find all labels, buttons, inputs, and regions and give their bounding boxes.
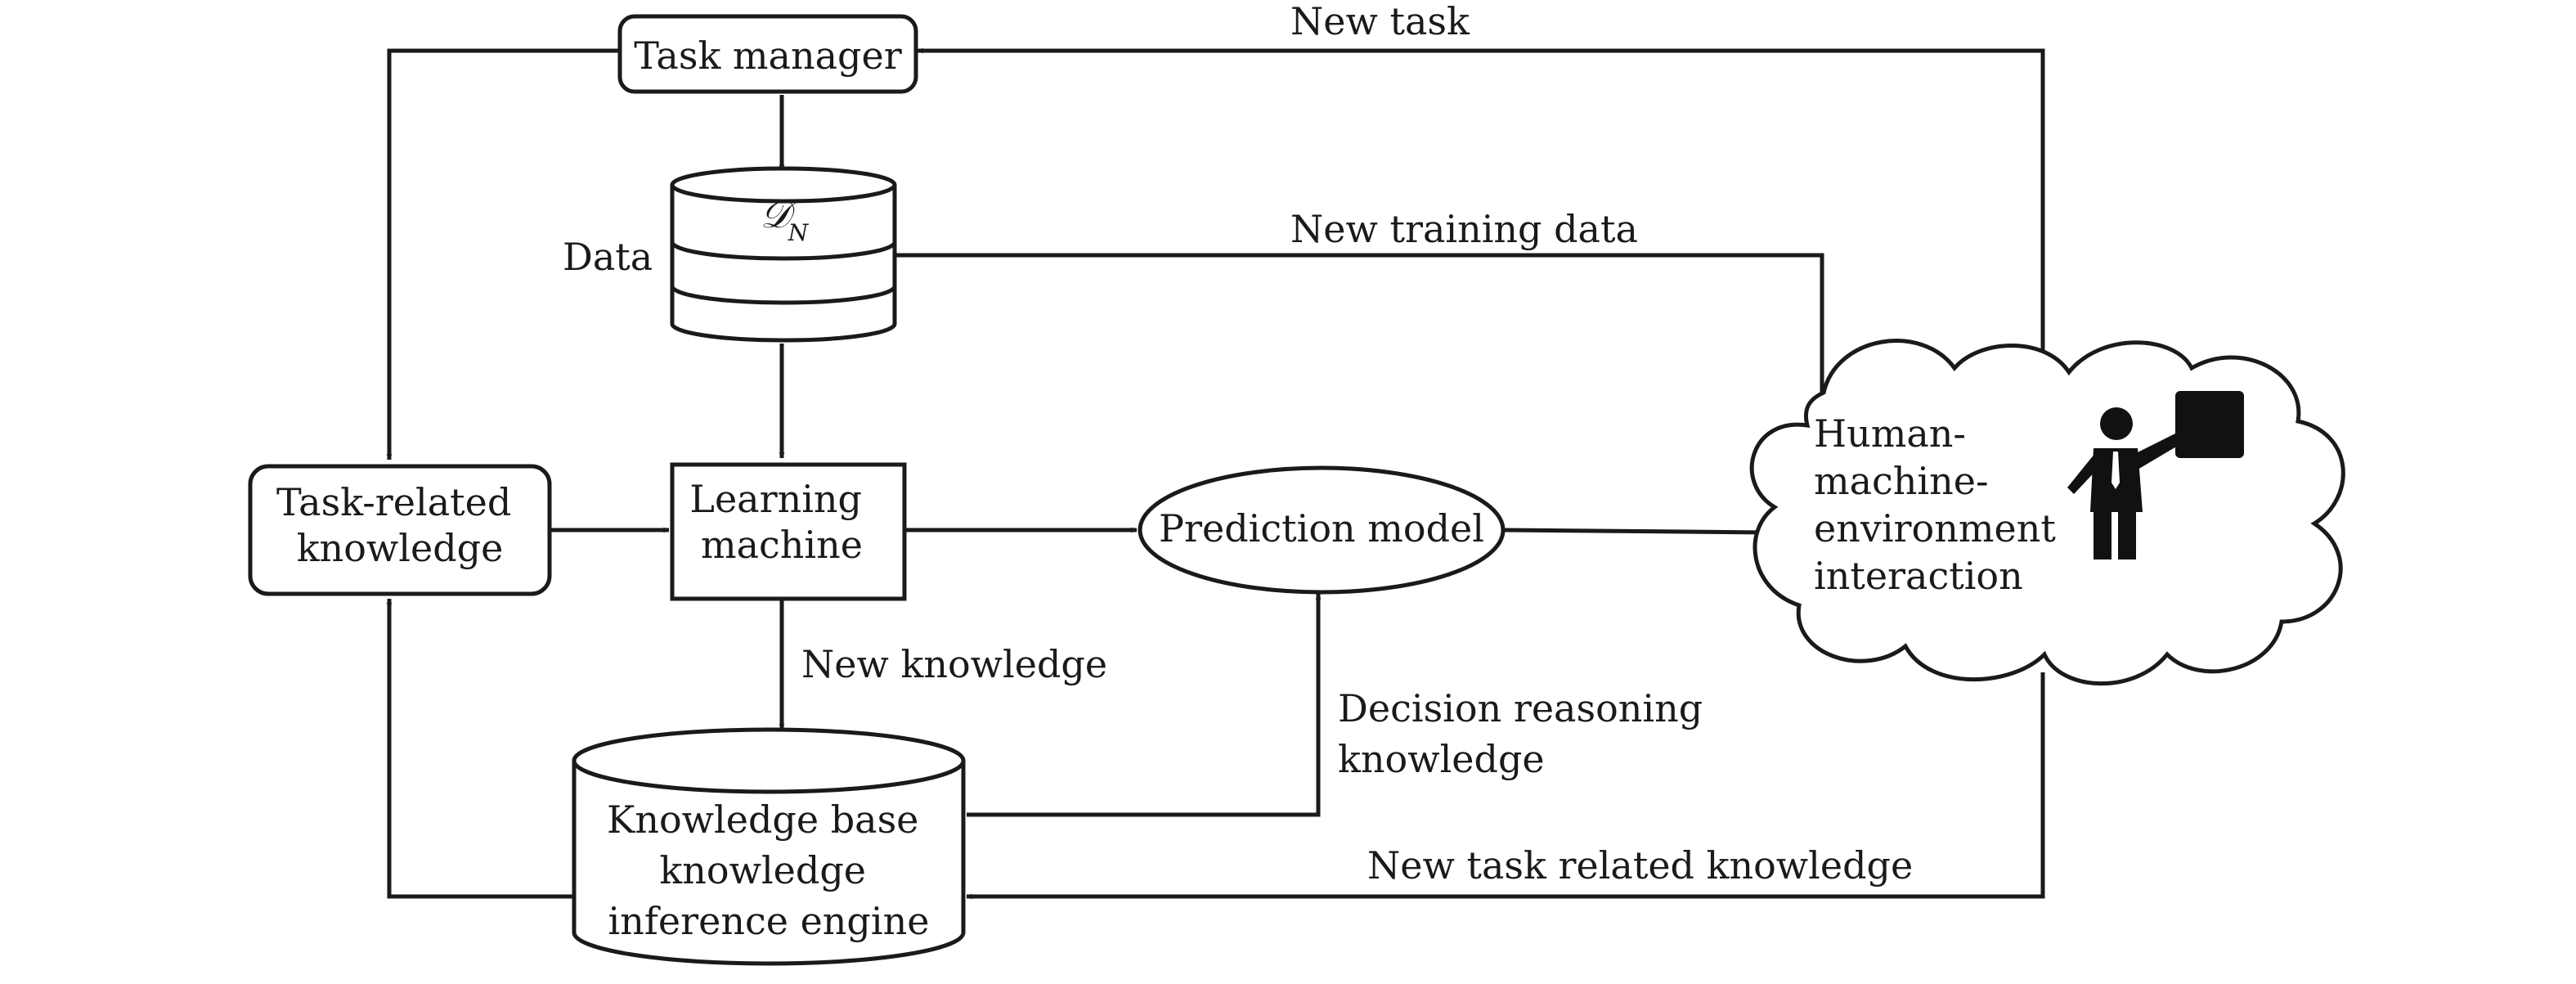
svg-text:Learning machine: Learning machine xyxy=(689,477,873,567)
arrow-taskmanager-to-taskrelated xyxy=(386,48,618,461)
arrow-hme-to-knowledgebase xyxy=(966,672,2045,900)
svg-text:Human- machine- en: Human- machine- environment interaction xyxy=(1814,411,2067,598)
learning-machine-node: Learning machine xyxy=(670,462,907,601)
task-related-label-line-1: Task-related xyxy=(276,480,511,524)
task-manager-node: Task manager xyxy=(617,14,918,94)
knowledge-base-label-line-3: inference engine xyxy=(608,899,930,943)
hme-label-line-1: Human- xyxy=(1814,411,1966,456)
hme-label-line-4: interaction xyxy=(1814,554,2023,598)
edge-label-new-knowledge: New knowledge xyxy=(801,642,1107,686)
knowledge-base-label-line-1: Knowledge base xyxy=(607,798,918,842)
prediction-model-node: Prediction model xyxy=(1138,465,1506,595)
svg-text:Decision reasoning knowled: Decision reasoning knowledge xyxy=(1338,686,1715,781)
prediction-model-label: Prediction model xyxy=(1159,506,1484,550)
dataset-subscript: N xyxy=(788,219,810,246)
hme-interaction-cloud-node: Human- machine- environment interaction xyxy=(1749,339,2345,686)
hme-label-line-2: machine- xyxy=(1814,459,1989,503)
edge-label-decision-reasoning-line-1: Decision reasoning xyxy=(1338,686,1703,730)
learning-machine-label-line-2: machine xyxy=(701,523,863,567)
edge-label-new-task-related-knowledge: New task related knowledge xyxy=(1367,843,1913,887)
task-manager-label: Task manager xyxy=(634,34,901,78)
learning-machine-label-line-1: Learning xyxy=(689,477,862,521)
arrow-knowledgebase-to-prediction xyxy=(967,593,1322,817)
knowledge-base-node: Knowledge base knowledge inference engin… xyxy=(572,727,966,966)
task-related-label-line-2: knowledge xyxy=(297,526,504,570)
connectors xyxy=(386,47,2045,900)
data-store-node: 𝒟 N Data xyxy=(563,166,897,343)
arrow-prediction-to-hme xyxy=(1504,528,1772,536)
edge-label-new-training-data: New training data xyxy=(1290,207,1638,251)
svg-text:Knowledge base knowledge: Knowledge base knowledge inference engin… xyxy=(607,798,931,943)
hme-label-line-3: environment xyxy=(1814,506,2056,550)
data-side-label: Data xyxy=(563,235,653,279)
arrow-hme-to-data xyxy=(891,252,1824,393)
edge-label-decision-reasoning-line-2: knowledge xyxy=(1338,737,1545,781)
svg-text:Task-related knowledge: Task-related knowledge xyxy=(276,480,523,570)
edge-label-new-task: New task xyxy=(1290,0,1470,43)
knowledge-base-label-line-2: knowledge xyxy=(659,848,866,892)
arrow-knowledgebase-to-taskrelated xyxy=(386,598,572,899)
teacher-at-board-icon xyxy=(2067,391,2244,559)
task-related-knowledge-node: Task-related knowledge xyxy=(248,464,552,596)
arrow-hme-to-taskmanager xyxy=(917,47,2045,360)
